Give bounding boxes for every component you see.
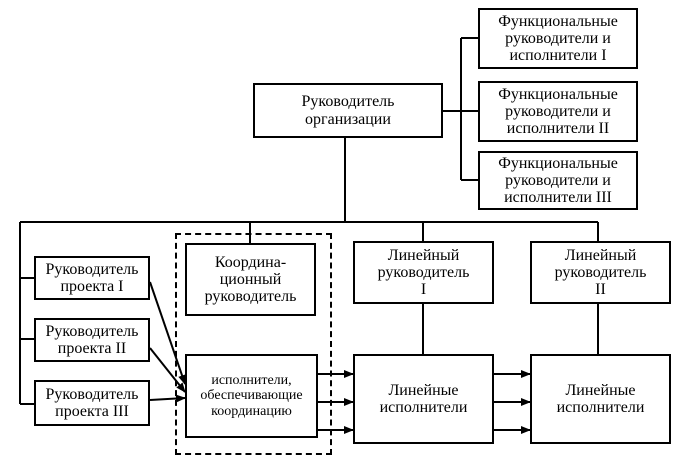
node-coord-manager: Координа- ционный руководитель (185, 243, 316, 316)
arrow-proj3-coord (149, 394, 186, 403)
node-line1: Линейный руководитель I (353, 241, 494, 304)
edge-head-func-bus (443, 38, 462, 180)
node-func3: Функциональные руководители и исполнител… (478, 151, 638, 210)
node-coord-performers: исполнители, обеспечивающие координацию (185, 354, 318, 438)
node-line2: Линейный руководитель II (530, 241, 671, 304)
node-func2: Функциональные руководители и исполнител… (478, 81, 638, 142)
node-proj2: Руководитель проекта II (34, 318, 150, 362)
node-head: Руководитель организации (253, 83, 443, 138)
node-func1: Функциональные руководители и исполнител… (478, 8, 638, 69)
node-proj1: Руководитель проекта I (34, 256, 150, 300)
arrow-proj1-coord (149, 281, 186, 385)
node-perf1: Линейные исполнители (353, 354, 494, 444)
arrow-proj2-coord (149, 347, 186, 393)
node-proj3: Руководитель проекта III (34, 380, 150, 426)
node-perf2: Линейные исполнители (530, 354, 671, 444)
coordination-group (175, 233, 332, 455)
